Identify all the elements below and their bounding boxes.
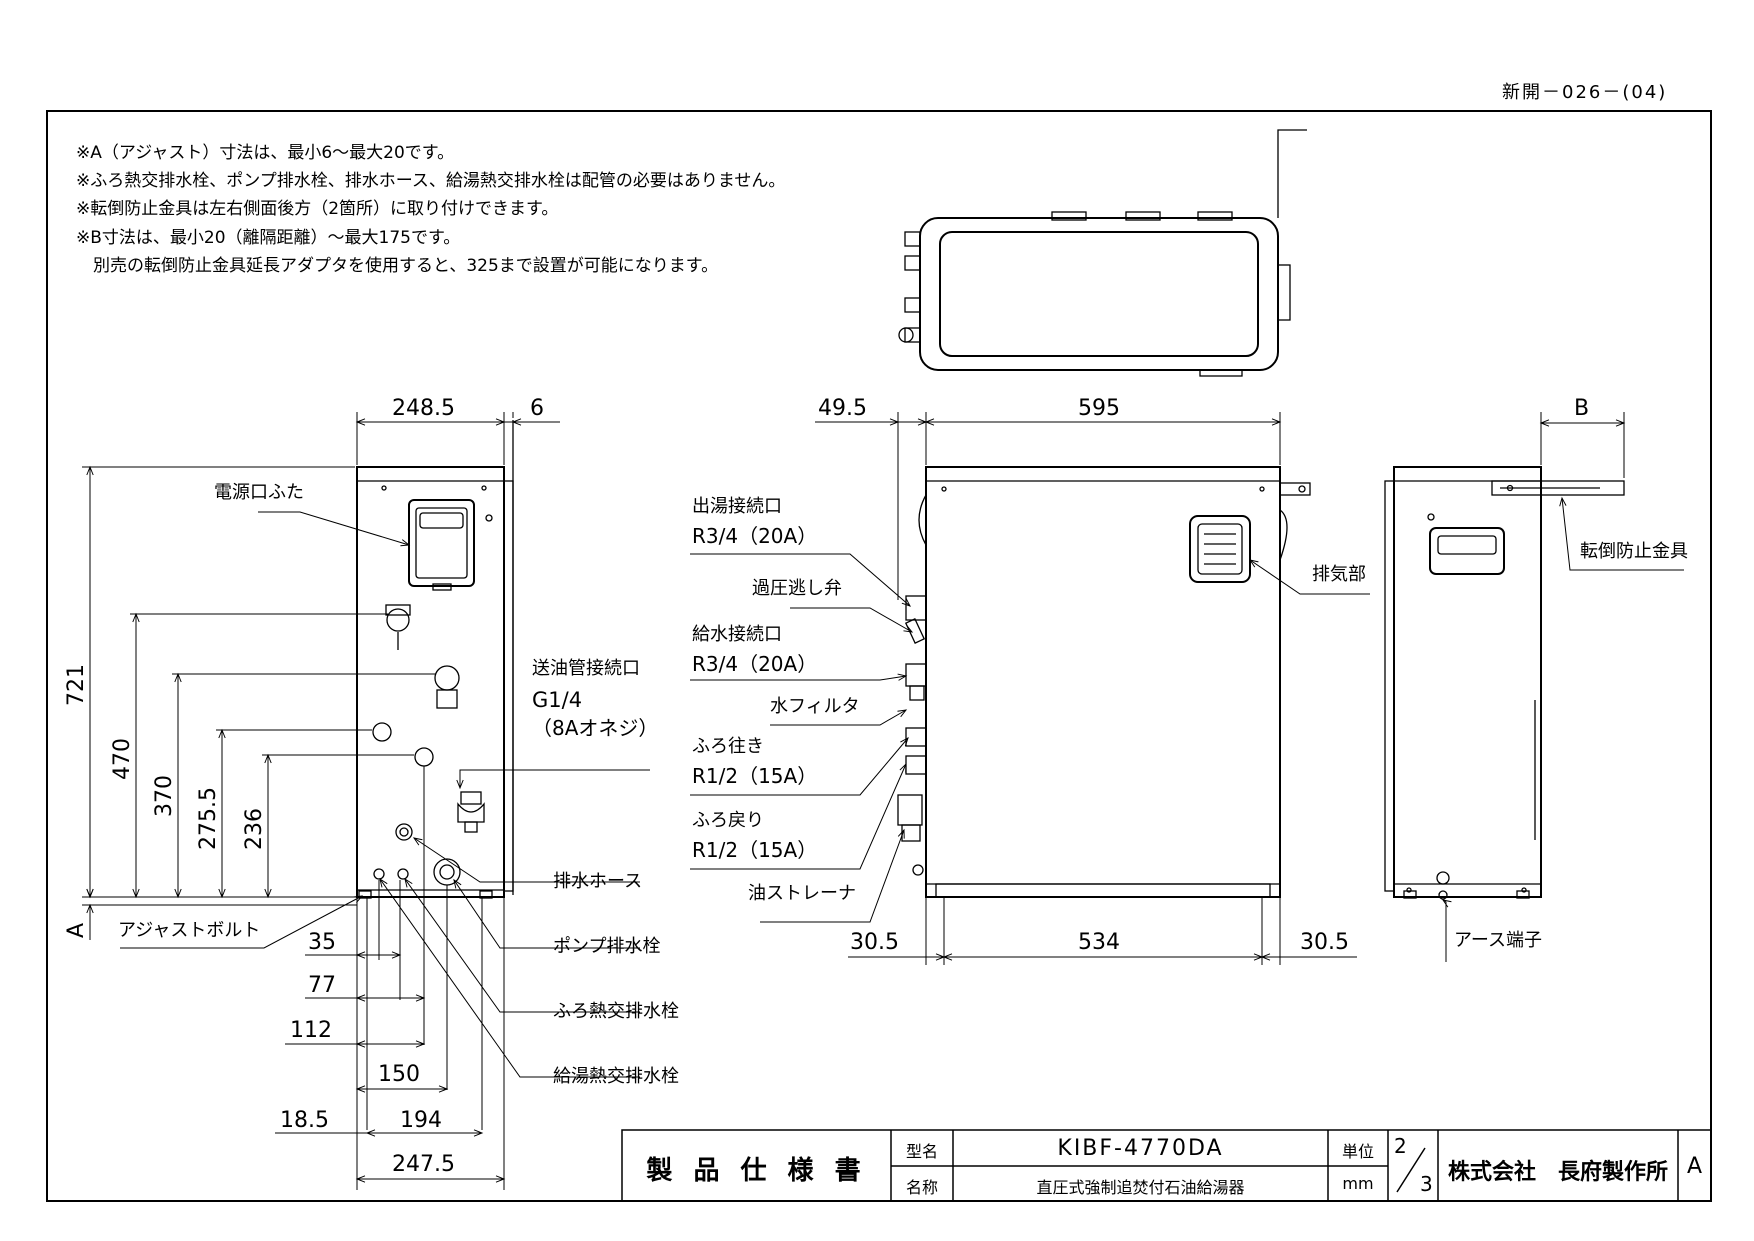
- model-label: 型名: [905, 1142, 938, 1161]
- note-line-5: 別売の転倒防止金具延長アダプタを使用すると、325まで設置が可能になります。: [76, 256, 719, 276]
- label-oil-pipe-3: （8Aオネジ）: [532, 716, 659, 740]
- label-oil-pipe-2: G1/4: [532, 688, 583, 712]
- right-view-body: [1384, 466, 1625, 900]
- note-line-3: ※転倒防止金具は左右側面後方（2箇所）に取り付けできます。: [76, 199, 559, 219]
- dim-height-total: 721: [64, 664, 89, 706]
- top-view: [898, 129, 1307, 377]
- dim-height-275: 275.5: [196, 787, 221, 850]
- label-exhaust: 排気部: [1312, 564, 1366, 585]
- label-earth: アース端子: [1454, 930, 1543, 951]
- dim-A: A: [64, 922, 89, 938]
- unit-label: 単位: [1341, 1142, 1374, 1161]
- dim-B: B: [1574, 396, 1590, 421]
- label-anti-tip: 転倒防止金具: [1580, 541, 1688, 562]
- note-line-2: ※ふろ熱交排水栓、ポンプ排水栓、排水ホース、給湯熱交排水栓は配管の必要はありませ…: [76, 171, 786, 191]
- dim-194: 194: [400, 1108, 442, 1133]
- revision-mark: A: [1686, 1154, 1703, 1179]
- label-drain-hose: 排水ホース: [553, 871, 643, 892]
- name-label: 名称: [905, 1178, 938, 1197]
- label-oil-strainer: 油ストレーナ: [748, 883, 856, 904]
- dim-18: 18.5: [280, 1108, 329, 1133]
- note-line-1: ※A（アジャスト）寸法は、最小6～最大20です。: [76, 143, 455, 163]
- dim-height-470: 470: [110, 738, 135, 780]
- page-total: 3: [1420, 1172, 1433, 1196]
- label-pump-drain: ポンプ排水栓: [553, 936, 661, 957]
- dim-height-236: 236: [242, 808, 267, 850]
- page-number: 2: [1394, 1134, 1407, 1158]
- label-water-in-2: R3/4（20A）: [692, 652, 818, 676]
- label-hot-out-1: 出湯接続口: [692, 496, 782, 517]
- label-hot-out-2: R3/4（20A）: [692, 524, 818, 548]
- dim-height-370: 370: [152, 775, 177, 817]
- label-hot-drain: 給湯熱交排水栓: [553, 1066, 679, 1087]
- dim-30-left: 30.5: [850, 930, 899, 955]
- label-relief-valve: 過圧逃し弁: [752, 578, 842, 599]
- front-view-leaders: [690, 553, 1370, 923]
- front-view-dimensions: [815, 412, 1357, 965]
- left-view-body: [356, 420, 514, 899]
- dim-bottom-width: 247.5: [392, 1152, 455, 1177]
- dim-77: 77: [308, 973, 336, 998]
- label-bath-out-1: ふろ往き: [692, 736, 764, 757]
- dim-150: 150: [378, 1062, 420, 1087]
- front-view-body: [897, 466, 1311, 898]
- left-view-leaders: [120, 511, 650, 1078]
- label-bath-ret-1: ふろ戻り: [692, 810, 764, 831]
- model-value: KIBF-4770DA: [1057, 1136, 1224, 1161]
- label-bath-out-2: R1/2（15A）: [692, 764, 818, 788]
- label-bath-ret-2: R1/2（15A）: [692, 838, 818, 862]
- label-bath-drain: ふろ熱交排水栓: [553, 1001, 679, 1022]
- label-oil-pipe-1: 送油管接続口: [532, 658, 640, 679]
- dim-top-offset: 6: [530, 396, 544, 421]
- label-power-cover: 電源口ふた: [214, 482, 304, 503]
- doc-title: 製 品 仕 様 書: [646, 1156, 867, 1186]
- dim-534: 534: [1078, 930, 1120, 955]
- document-number: 新開－026－(04): [1502, 82, 1668, 103]
- dim-35: 35: [308, 930, 336, 955]
- title-block-lines: [621, 1129, 1712, 1202]
- name-value: 直圧式強制追焚付石油給湯器: [1036, 1178, 1245, 1197]
- note-line-4: ※B寸法は、最小20（離隔距離）～最大175です。: [76, 228, 461, 248]
- company-name: 株式会社 長府製作所: [1447, 1160, 1668, 1185]
- right-view-dimensions: [1441, 412, 1684, 962]
- dim-top-width: 248.5: [392, 396, 455, 421]
- label-water-in-1: 給水接続口: [692, 624, 782, 645]
- dim-595: 595: [1078, 396, 1120, 421]
- unit-value: mm: [1342, 1174, 1374, 1193]
- dim-49: 49.5: [818, 396, 867, 421]
- label-water-filter: 水フィルタ: [770, 696, 860, 717]
- dim-30-right: 30.5: [1300, 930, 1349, 955]
- left-view-dimensions: [82, 412, 560, 1190]
- dim-112: 112: [290, 1018, 332, 1043]
- label-adjust-bolt: アジャストボルト: [118, 920, 261, 941]
